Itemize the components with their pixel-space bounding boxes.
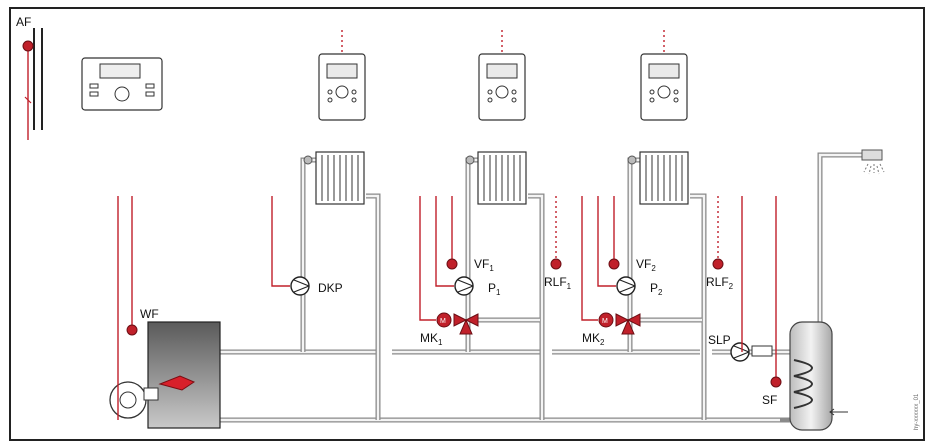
sensor-rlf1 <box>550 258 562 270</box>
sensor-vf2 <box>608 258 620 270</box>
radiator-1 <box>315 151 365 205</box>
radiator-3 <box>639 151 689 205</box>
mixer-mk2: M <box>598 312 641 335</box>
label-vf1: VF1 <box>474 257 494 273</box>
label-mk1: MK1 <box>420 331 443 347</box>
pump-dkp <box>290 276 310 296</box>
label-vf2: VF2 <box>636 257 656 273</box>
boiler <box>109 321 221 429</box>
svg-text:M: M <box>602 318 608 325</box>
pump-p1 <box>454 276 474 296</box>
label-slp: SLP <box>708 333 731 347</box>
pump-p2 <box>616 276 636 296</box>
label-sf: SF <box>762 393 777 407</box>
sensor-sf <box>770 376 782 388</box>
label-rlf2: RLF2 <box>706 275 734 291</box>
room-unit-1 <box>318 30 366 121</box>
main-controller <box>81 57 163 111</box>
sensor-wf <box>126 324 138 336</box>
radiator-2 <box>477 151 527 205</box>
signal-wires <box>117 196 777 420</box>
room-unit-3 <box>640 30 688 121</box>
watermark-code: hy-xxxxxx_01 <box>914 393 920 430</box>
room-unit-2 <box>478 30 526 121</box>
shower-head <box>861 149 885 175</box>
label-wf: WF <box>140 307 159 321</box>
pump-slp <box>730 342 750 362</box>
label-rlf1: RLF1 <box>544 275 572 291</box>
mixer-mk1: M <box>436 312 479 335</box>
label-dkp: DKP <box>318 281 343 295</box>
storage-tank <box>789 321 848 431</box>
sensor-rlf2 <box>712 258 724 270</box>
outdoor-sensor <box>22 28 43 140</box>
label-p2: P2 <box>650 281 663 297</box>
sensor-vf1 <box>446 258 458 270</box>
label-af: AF <box>16 15 31 29</box>
svg-text:M: M <box>440 318 446 325</box>
label-mk2: MK2 <box>582 331 605 347</box>
label-p1: P1 <box>488 281 501 297</box>
